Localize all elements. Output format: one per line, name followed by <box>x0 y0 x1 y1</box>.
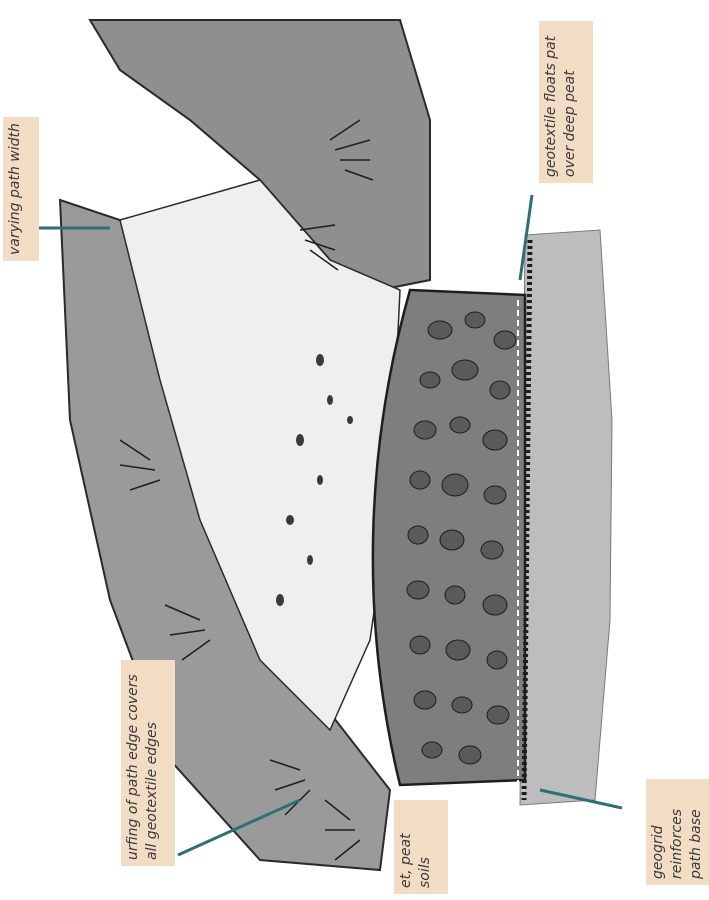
label-wet-peat-line-2: soils <box>416 806 435 888</box>
label-geogrid-line-2: reinforces <box>668 785 687 879</box>
label-geotextile-floats: geotextile floats pat over deep peat <box>539 21 593 183</box>
label-geotextile-line-2: over deep peat <box>561 27 580 177</box>
label-geogrid-line-3: path base <box>687 785 706 879</box>
label-path-width-line: varying path width <box>6 123 25 255</box>
label-geogrid-reinforces: geogrid reinforces path base <box>646 779 709 885</box>
label-geotextile-line-1: geotextile floats pat <box>542 27 561 177</box>
label-wet-peat-soils: et, peat soils <box>394 800 448 894</box>
label-turfing-line-1: urfing of path edge covers <box>124 666 143 860</box>
label-varying-path-width: varying path width <box>3 117 39 261</box>
label-turfing-line-2: all geotextile edges <box>143 666 162 860</box>
label-turfing-of-path-edge: urfing of path edge covers all geotextil… <box>121 660 175 866</box>
peat-ground <box>520 230 612 805</box>
label-wet-peat-line-1: et, peat <box>397 806 416 888</box>
label-geogrid-line-1: geogrid <box>649 785 668 879</box>
